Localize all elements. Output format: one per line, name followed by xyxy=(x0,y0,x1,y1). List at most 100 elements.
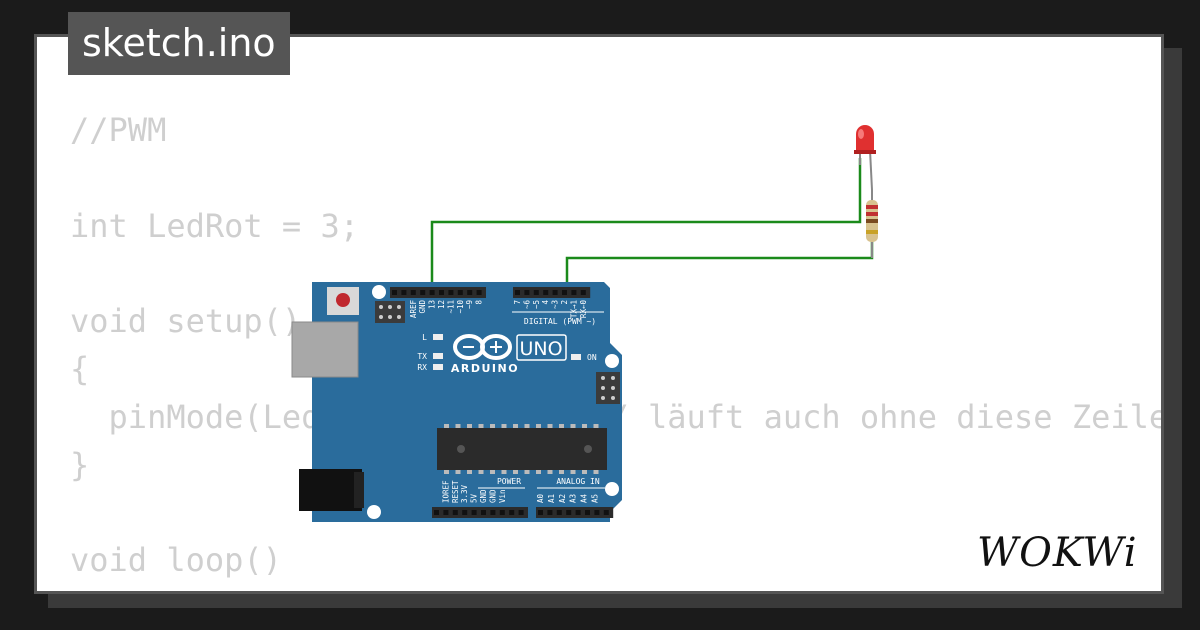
header-socket[interactable] xyxy=(471,510,477,515)
code-line: int LedRot = 3; xyxy=(70,206,359,245)
arduino-logo-icon xyxy=(453,334,512,360)
digital-pin-label: RX←0 xyxy=(579,300,588,319)
digital-pin-label: ~5 xyxy=(532,300,541,309)
red-led[interactable] xyxy=(854,125,876,191)
header-socket[interactable] xyxy=(585,510,590,515)
chip-pin xyxy=(501,470,507,474)
digital-pin-label: ~9 xyxy=(465,300,474,309)
led-l-indicator xyxy=(433,334,443,340)
led-tx-indicator xyxy=(433,353,443,359)
chip-pin xyxy=(547,470,553,474)
file-tab[interactable]: sketch.ino xyxy=(68,12,290,75)
led-rx-label: RX xyxy=(417,363,427,372)
header-socket[interactable] xyxy=(566,510,572,515)
led-on-label: ON xyxy=(587,353,597,362)
header-socket[interactable] xyxy=(429,290,435,295)
header-socket[interactable] xyxy=(543,290,549,295)
chip-pin xyxy=(455,470,461,474)
header-socket[interactable] xyxy=(509,510,515,515)
resistor[interactable] xyxy=(866,190,878,258)
header-socket[interactable] xyxy=(467,290,473,295)
header-socket[interactable] xyxy=(410,290,416,295)
chip-pin xyxy=(536,424,541,428)
header-socket[interactable] xyxy=(457,290,463,295)
digital-header-high xyxy=(390,287,486,298)
header-socket[interactable] xyxy=(518,510,524,515)
header-socket[interactable] xyxy=(562,290,567,295)
header-socket[interactable] xyxy=(481,510,486,515)
led-rx-indicator xyxy=(433,364,443,370)
digital-pin-label: 13 xyxy=(428,300,437,309)
header-socket[interactable] xyxy=(603,510,609,515)
header-socket[interactable] xyxy=(524,290,530,295)
code-line: pinMode(LedRot, OUTPUT); // läuft auch o… xyxy=(108,397,1164,436)
chip-pin xyxy=(444,470,449,474)
chip-pin xyxy=(570,470,576,474)
header-socket[interactable] xyxy=(580,290,586,295)
analog-pin-label: A2 xyxy=(558,494,567,503)
mounting-hole xyxy=(372,285,386,299)
header-socket[interactable] xyxy=(439,290,444,295)
power-pin-label: GND xyxy=(488,489,497,503)
digital-pin-label: ~6 xyxy=(522,300,531,310)
pin3-wire[interactable] xyxy=(565,238,874,292)
header-socket[interactable] xyxy=(594,510,600,515)
header-socket[interactable] xyxy=(533,290,539,295)
power-pin-label: 3.3V xyxy=(460,484,469,503)
digital-pin-label: ~10 xyxy=(456,300,465,314)
header-socket[interactable] xyxy=(571,290,577,295)
header-socket[interactable] xyxy=(392,290,397,295)
header-socket[interactable] xyxy=(476,290,482,295)
wokwi-logo-text: WOKWi xyxy=(977,530,1138,576)
code-line: { xyxy=(70,585,1161,591)
header-socket[interactable] xyxy=(515,290,520,295)
digital-pin-label: ~3 xyxy=(551,300,560,309)
digital-pin-label: TX→1 xyxy=(569,300,578,318)
header-socket[interactable] xyxy=(434,510,439,515)
chip-pin xyxy=(513,470,518,474)
header-socket[interactable] xyxy=(538,510,543,515)
digital-header-low xyxy=(513,287,591,298)
code-line: void loop() xyxy=(70,541,282,580)
analog-pin-label: A0 xyxy=(536,493,545,503)
card-shadow-bottom xyxy=(48,594,1182,608)
chip-pin xyxy=(547,424,553,428)
gnd-wire[interactable] xyxy=(430,158,862,292)
header-socket[interactable] xyxy=(490,510,496,515)
code-line: //PWM xyxy=(70,111,167,149)
header-socket[interactable] xyxy=(448,290,454,295)
analog-pin-label: A5 xyxy=(591,494,600,503)
chip-pin xyxy=(559,424,564,428)
led-on-indicator xyxy=(571,354,581,360)
header-socket[interactable] xyxy=(547,510,553,515)
power-pin-label: 5V xyxy=(470,493,479,503)
chip-pin xyxy=(570,424,576,428)
header-socket[interactable] xyxy=(443,510,449,515)
chip-pin xyxy=(444,424,449,428)
power-pin-label: Vin xyxy=(498,489,507,503)
chip-pin xyxy=(467,470,472,474)
digital-pin-label: 4 xyxy=(541,300,550,305)
chip-pin xyxy=(593,424,599,428)
chip-pin xyxy=(501,424,507,428)
mounting-hole xyxy=(605,354,619,368)
header-socket[interactable] xyxy=(462,510,468,515)
header-socket[interactable] xyxy=(452,510,458,515)
mounting-hole xyxy=(605,482,619,496)
chip-pin xyxy=(593,470,599,474)
analog-pin-label: A3 xyxy=(569,494,578,503)
header-socket[interactable] xyxy=(401,290,407,295)
led-l-label: L xyxy=(422,333,427,342)
atmega-chip xyxy=(437,428,607,470)
header-socket[interactable] xyxy=(556,510,562,515)
header-socket[interactable] xyxy=(499,510,505,515)
chip-pin xyxy=(455,424,461,428)
analog-pin-label: A1 xyxy=(547,494,556,503)
header-socket[interactable] xyxy=(420,290,426,295)
header-socket[interactable] xyxy=(552,290,558,295)
header-socket[interactable] xyxy=(575,510,581,515)
chip-pin xyxy=(478,470,484,474)
chip-pin xyxy=(536,470,541,474)
